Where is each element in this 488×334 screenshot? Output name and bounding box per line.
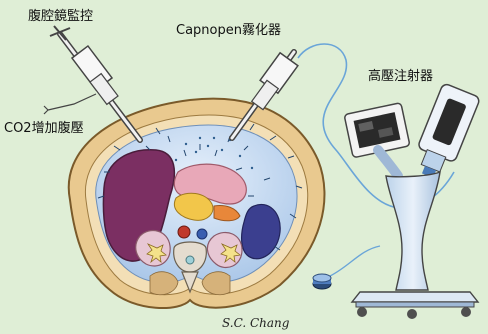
abdomen-cross-section: [69, 99, 325, 308]
injector-base: [352, 292, 478, 302]
wheel: [461, 307, 471, 317]
artist-signature: S.C. Chang: [222, 316, 289, 330]
foot-pedal-cable: [330, 246, 380, 276]
label-laparoscope: 腹腔鏡監控: [28, 10, 93, 23]
kidney-left: [136, 231, 170, 266]
injector-head: [409, 83, 481, 183]
label-capnopen: Capnopen霧化器: [176, 24, 281, 37]
wheel: [407, 309, 417, 319]
label-injector: 高壓注射器: [368, 70, 433, 83]
high-pressure-injector: [344, 83, 480, 319]
injector-stand: [386, 172, 440, 290]
foot-pedal: [313, 274, 331, 289]
label-co2: CO2增加腹壓: [4, 122, 84, 135]
aorta: [178, 226, 190, 238]
wheel: [357, 307, 367, 317]
co2-line: [44, 94, 96, 114]
vena-cava: [197, 229, 207, 239]
